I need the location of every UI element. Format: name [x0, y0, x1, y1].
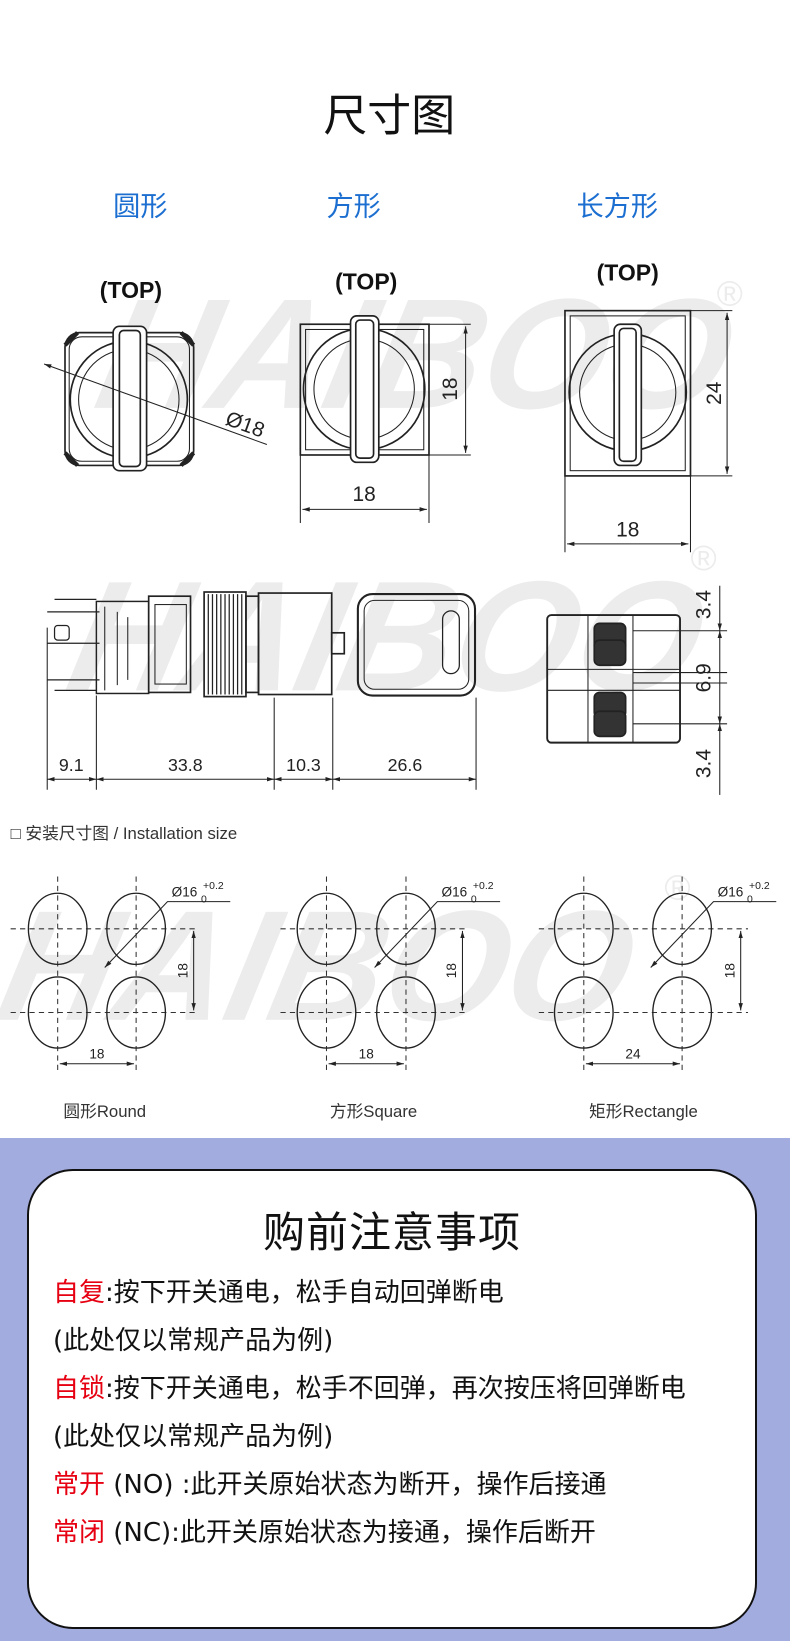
mounting-hole — [296, 892, 357, 966]
mounting-hole — [27, 976, 88, 1049]
watermark-text: HAIBOO — [0, 877, 650, 1053]
notice-line: 自复:按下开关通电，松手自动回弹断电 — [53, 1269, 745, 1317]
shape-label-square: 方形 — [326, 190, 380, 221]
tolerance-lower: 0 — [471, 895, 477, 906]
bottom-dim-3: 3.4 — [692, 749, 715, 778]
notice-text: (此处仅以常规产品为例) — [53, 1326, 334, 1356]
tolerance-upper: +0.2 — [203, 881, 224, 892]
top-label-rect: (TOP) — [597, 259, 659, 285]
mounting-hole — [553, 976, 614, 1049]
pitch-y-label: 18 — [444, 963, 459, 978]
mounting-hole — [376, 976, 436, 1049]
mounting-hole — [106, 892, 167, 966]
side-dim-2: 33.8 — [168, 755, 203, 775]
pitch-y-label: 18 — [175, 963, 190, 978]
mounting-hole — [553, 892, 614, 966]
mounting-hole — [296, 976, 357, 1049]
registered-mark: ® — [717, 273, 743, 313]
tolerance-lower: 0 — [201, 895, 207, 906]
registered-mark: ® — [690, 538, 716, 578]
notice-line: 自锁:按下开关通电，松手不回弹，再次按压将回弹断电 — [53, 1365, 745, 1413]
installation-heading: □ 安装尺寸图 / Installation size — [11, 824, 238, 843]
bottom-view — [546, 585, 728, 795]
installation-diagrams: Ø16+0.201818圆形RoundØ16+0.201818方形SquareØ… — [10, 876, 777, 1121]
square-width-label: 18 — [353, 483, 376, 506]
watermark-text: HAIBOO — [84, 266, 749, 442]
square-top-view — [299, 315, 471, 523]
pitch-x-label: 24 — [625, 1047, 641, 1062]
side-dim-3: 10.3 — [286, 755, 321, 775]
rect-height-label: 24 — [703, 381, 726, 405]
notice-text: :按下开关通电，松手自动回弹断电 — [105, 1278, 504, 1308]
tolerance-upper: +0.2 — [473, 881, 494, 892]
hole-diameter-label: Ø16 — [172, 884, 198, 899]
pitch-x-label: 18 — [359, 1047, 374, 1062]
square-height-label: 18 — [439, 377, 462, 400]
top-label-round: (TOP) — [100, 277, 162, 303]
side-dim-1: 9.1 — [59, 755, 84, 775]
rect-top-view — [564, 309, 733, 553]
install-group: Ø16 +0.2 0 18 24 矩形Rectangle — [538, 876, 777, 1121]
notice-text: (NC):此开关原始状态为接通，操作后断开 — [105, 1518, 596, 1548]
notice-term: 常闭 — [53, 1518, 106, 1548]
rect-width-label: 18 — [616, 519, 639, 542]
hole-diameter-label: Ø16 — [718, 884, 744, 899]
notice-section: 购前注意事项 自复:按下开关通电，松手自动回弹断电 (此处仅以常规产品为例) 自锁:… — [0, 1138, 790, 1641]
side-view — [46, 591, 477, 790]
top-label-square: (TOP) — [335, 269, 397, 295]
shape-label-round: 圆形 — [113, 190, 167, 221]
install-caption: 矩形Rectangle — [589, 1102, 698, 1121]
install-group: Ø16 +0.2 0 18 18 方形Square — [280, 876, 501, 1121]
bottom-dim-1: 3.4 — [692, 590, 715, 619]
mounting-hole — [106, 976, 167, 1049]
pitch-y-label: 18 — [722, 963, 737, 978]
dimension-drawing: HAIBOO HAIBOO HAIBOO ® ® ® 尺寸图 圆形 方形 长方形 — [0, 92, 777, 1121]
notice-box: 购前注意事项 自复:按下开关通电，松手自动回弹断电 (此处仅以常规产品为例) 自锁:… — [27, 1169, 757, 1629]
notice-term: 自锁 — [53, 1374, 106, 1404]
page-title: 尺寸图 — [323, 92, 455, 141]
notice-text: (此处仅以常规产品为例) — [53, 1422, 334, 1452]
mounting-hole — [27, 892, 88, 966]
notice-title: 购前注意事项 — [262, 1208, 521, 1257]
install-caption: 方形Square — [330, 1102, 417, 1121]
mounting-hole — [652, 976, 713, 1049]
mounting-hole — [376, 892, 436, 966]
diameter-leader — [650, 901, 777, 968]
side-dim-4: 26.6 — [388, 755, 423, 775]
round-top-view — [43, 325, 268, 472]
hole-diameter-label: Ø16 — [442, 884, 468, 899]
bottom-dim-2: 6.9 — [692, 663, 715, 692]
notice-term: 自复 — [53, 1278, 106, 1308]
install-caption: 圆形Round — [63, 1102, 146, 1121]
diameter-leader — [374, 901, 501, 968]
tolerance-upper: +0.2 — [749, 881, 770, 892]
tolerance-lower: 0 — [747, 895, 753, 906]
notice-list: 自复:按下开关通电，松手自动回弹断电(此处仅以常规产品为例)自锁:按下开关通电，… — [53, 1269, 745, 1557]
notice-line: 常闭 (NC):此开关原始状态为接通，操作后断开 — [53, 1509, 745, 1557]
shape-label-rect: 长方形 — [576, 190, 658, 221]
notice-text: :按下开关通电，松手不回弹，再次按压将回弹断电 — [105, 1374, 686, 1404]
registered-mark: ® — [664, 868, 690, 908]
notice-text: (NO) :此开关原始状态为断开，操作后接通 — [105, 1470, 607, 1500]
notice-term: 常开 — [53, 1470, 106, 1500]
notice-line: (此处仅以常规产品为例) — [53, 1413, 745, 1461]
pitch-x-label: 18 — [89, 1047, 104, 1062]
mounting-hole — [652, 892, 713, 966]
install-group: Ø16 +0.2 0 18 18 圆形Round — [10, 876, 231, 1121]
notice-line: 常开 (NO) :此开关原始状态为断开，操作后接通 — [53, 1461, 745, 1509]
notice-line: (此处仅以常规产品为例) — [53, 1317, 745, 1365]
diameter-leader — [104, 901, 231, 968]
